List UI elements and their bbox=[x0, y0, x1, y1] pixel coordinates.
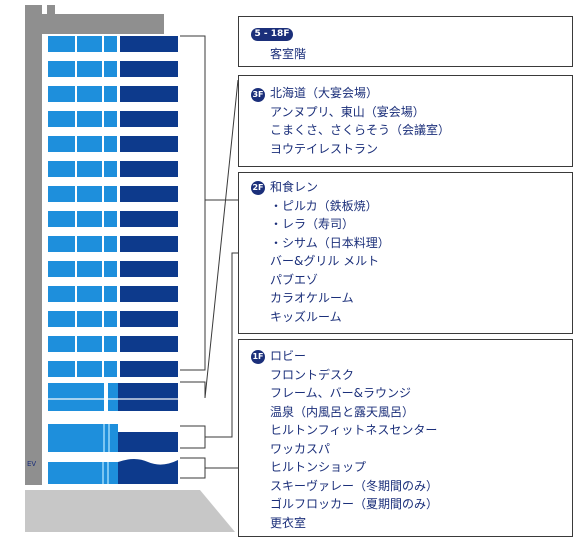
connector-lines bbox=[180, 35, 239, 479]
floor-item: ヨウテイレストラン bbox=[270, 141, 379, 156]
window-dark bbox=[120, 211, 178, 227]
window-light bbox=[104, 236, 117, 252]
floor-item: ・レラ（寿司） bbox=[270, 217, 355, 231]
rooftop-left bbox=[47, 5, 55, 19]
window-light bbox=[77, 61, 102, 77]
floor-2f-block bbox=[48, 424, 178, 452]
window-dark bbox=[120, 111, 178, 127]
floor-item: ・シサム（日本料理） bbox=[270, 235, 390, 250]
window-light bbox=[77, 261, 102, 277]
window-light bbox=[104, 186, 117, 202]
window-dark bbox=[120, 336, 178, 352]
floor-item: ヒルトンショップ bbox=[270, 460, 367, 474]
window-light bbox=[104, 286, 117, 302]
window-light bbox=[48, 336, 75, 352]
floor-item: ヒルトンフィットネスセンター bbox=[270, 423, 438, 437]
window-light bbox=[104, 161, 117, 177]
floor-item: アンヌプリ、東山（宴会場） bbox=[270, 104, 425, 119]
window-dark bbox=[120, 86, 178, 102]
guest-floors bbox=[48, 36, 178, 377]
window-light bbox=[77, 361, 102, 377]
floor-badge-5-18f: 5 - 18F bbox=[251, 28, 293, 41]
window-light bbox=[77, 136, 102, 152]
window-light bbox=[48, 186, 75, 202]
window-dark bbox=[120, 186, 178, 202]
floor-item: フロントデスク bbox=[270, 367, 355, 382]
floor-item: こまくさ、さくらそう（会議室） bbox=[270, 123, 451, 137]
window-light bbox=[77, 36, 102, 52]
floor-item: ・ピルカ（鉄板焼） bbox=[270, 198, 378, 213]
window-light bbox=[48, 361, 75, 377]
window-light bbox=[104, 361, 117, 377]
floor-item: フレーム、バー&ラウンジ bbox=[270, 386, 411, 400]
floor-item: パブエゾ bbox=[270, 272, 319, 287]
window-dark bbox=[120, 136, 178, 152]
window-light bbox=[104, 136, 117, 152]
floor-box-5-18f: 5 - 18F 客室階 bbox=[238, 16, 573, 67]
window-light bbox=[48, 111, 75, 127]
window-light bbox=[77, 86, 102, 102]
window-light bbox=[77, 236, 102, 252]
window-dark bbox=[120, 236, 178, 252]
floor-item: キッズルーム bbox=[270, 309, 342, 324]
ev-label: EV bbox=[27, 460, 37, 468]
window-light bbox=[77, 111, 102, 127]
floor-item: バー&グリル メルト bbox=[270, 254, 380, 268]
window-light bbox=[77, 311, 102, 327]
window-light bbox=[104, 261, 117, 277]
window-light bbox=[48, 236, 75, 252]
floor-item: ロビー bbox=[270, 349, 307, 363]
window-light bbox=[104, 336, 117, 352]
window-light bbox=[104, 111, 117, 127]
window-light bbox=[48, 261, 75, 277]
floor-box-2f: 2F 和食レン ・ピルカ（鉄板焼） ・レラ（寿司） ・シサム（日本料理） バー&… bbox=[238, 172, 573, 334]
floor-badge-1f: 1F bbox=[251, 350, 265, 364]
window-light bbox=[104, 61, 117, 77]
window-light bbox=[48, 311, 75, 327]
window-dark bbox=[120, 311, 178, 327]
floor-item: スキーヴァレー（冬期間のみ） bbox=[270, 478, 439, 493]
floor-3f-block bbox=[48, 383, 178, 411]
window-light bbox=[104, 86, 117, 102]
floor-item: 更衣室 bbox=[270, 515, 307, 530]
window-dark bbox=[120, 161, 178, 177]
window-dark bbox=[120, 36, 178, 52]
window-light bbox=[77, 186, 102, 202]
ground-base bbox=[25, 490, 235, 532]
window-light bbox=[77, 211, 102, 227]
floor-1f-block bbox=[48, 459, 178, 484]
floor-item: ワッカスパ bbox=[270, 441, 331, 456]
window-dark bbox=[120, 61, 178, 77]
floor-item: ゴルフロッカー（夏期間のみ） bbox=[270, 497, 439, 511]
floor-badge-3f: 3F bbox=[251, 88, 265, 102]
window-light bbox=[48, 211, 75, 227]
building-wall bbox=[25, 5, 42, 485]
window-light bbox=[104, 311, 117, 327]
window-light bbox=[48, 286, 75, 302]
floor-badge-2f: 2F bbox=[251, 181, 265, 195]
window-light bbox=[77, 286, 102, 302]
window-light bbox=[104, 36, 117, 52]
window-dark bbox=[120, 261, 178, 277]
floor-box-3f: 3F 北海道（大宴会場） アンヌプリ、東山（宴会場） こまくさ、さくらそう（会議… bbox=[238, 75, 573, 167]
window-light bbox=[77, 336, 102, 352]
window-light bbox=[48, 61, 75, 77]
floor-item: 客室階 bbox=[270, 47, 307, 61]
floor-item: カラオケルーム bbox=[270, 291, 354, 305]
floor-box-1f: 1F ロビー フロントデスク フレーム、バー&ラウンジ 温泉（内風呂と露天風呂）… bbox=[238, 339, 573, 537]
window-light bbox=[104, 211, 117, 227]
floor-item: 北海道（大宴会場） bbox=[270, 86, 379, 100]
rooftop bbox=[42, 14, 164, 34]
window-light bbox=[48, 86, 75, 102]
window-dark bbox=[120, 286, 178, 302]
window-light bbox=[48, 161, 75, 177]
window-light bbox=[48, 136, 75, 152]
floor-item: 和食レン bbox=[270, 180, 319, 194]
window-dark bbox=[120, 361, 178, 377]
window-light bbox=[77, 161, 102, 177]
floor-item: 温泉（内風呂と露天風呂） bbox=[270, 404, 415, 419]
window-light bbox=[48, 36, 75, 52]
